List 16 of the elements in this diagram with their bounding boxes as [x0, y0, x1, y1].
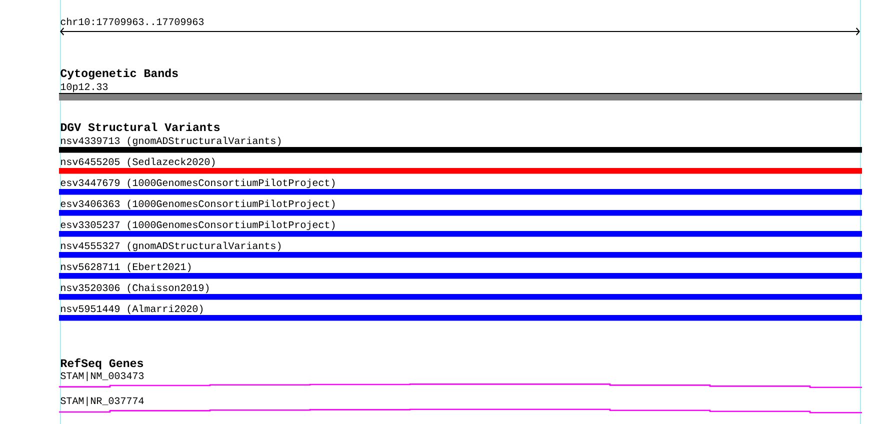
- gene-label: STAM|NM_003473: [60, 372, 144, 382]
- variant-label: esv3447679 (1000GenomesConsortiumPilotProject): [60, 178, 335, 188]
- variant-label: nsv5951449 (Almarri2020): [61, 304, 203, 314]
- variant-label: nsv3520306 (Chaisson2019): [61, 284, 209, 294]
- variant-label: nsv6455205 (Sedlazeck2020): [61, 158, 215, 168]
- variant-label: nsv4555327 (gnomADStructuralVariants): [61, 242, 281, 252]
- variant-label: nsv5628711 (Ebert2021): [61, 262, 191, 272]
- variant-label: esv3305237 (1000GenomesConsortiumPilotProject): [60, 220, 335, 230]
- track-title: DGV Structural Variants: [60, 122, 220, 132]
- gene-label: STAM|NR_037774: [60, 396, 144, 406]
- variant-label: esv3406363 (1000GenomesConsortiumPilotProject): [60, 200, 335, 210]
- variant-label: nsv4339713 (gnomADStructuralVariants): [61, 136, 281, 146]
- track-title: RefSeq Genes: [61, 358, 144, 370]
- track-title: Cytogenetic Bands: [60, 68, 178, 80]
- band-label: 10p12.33: [60, 83, 108, 92]
- position-label: chr10:17709963..17709963: [60, 18, 204, 26]
